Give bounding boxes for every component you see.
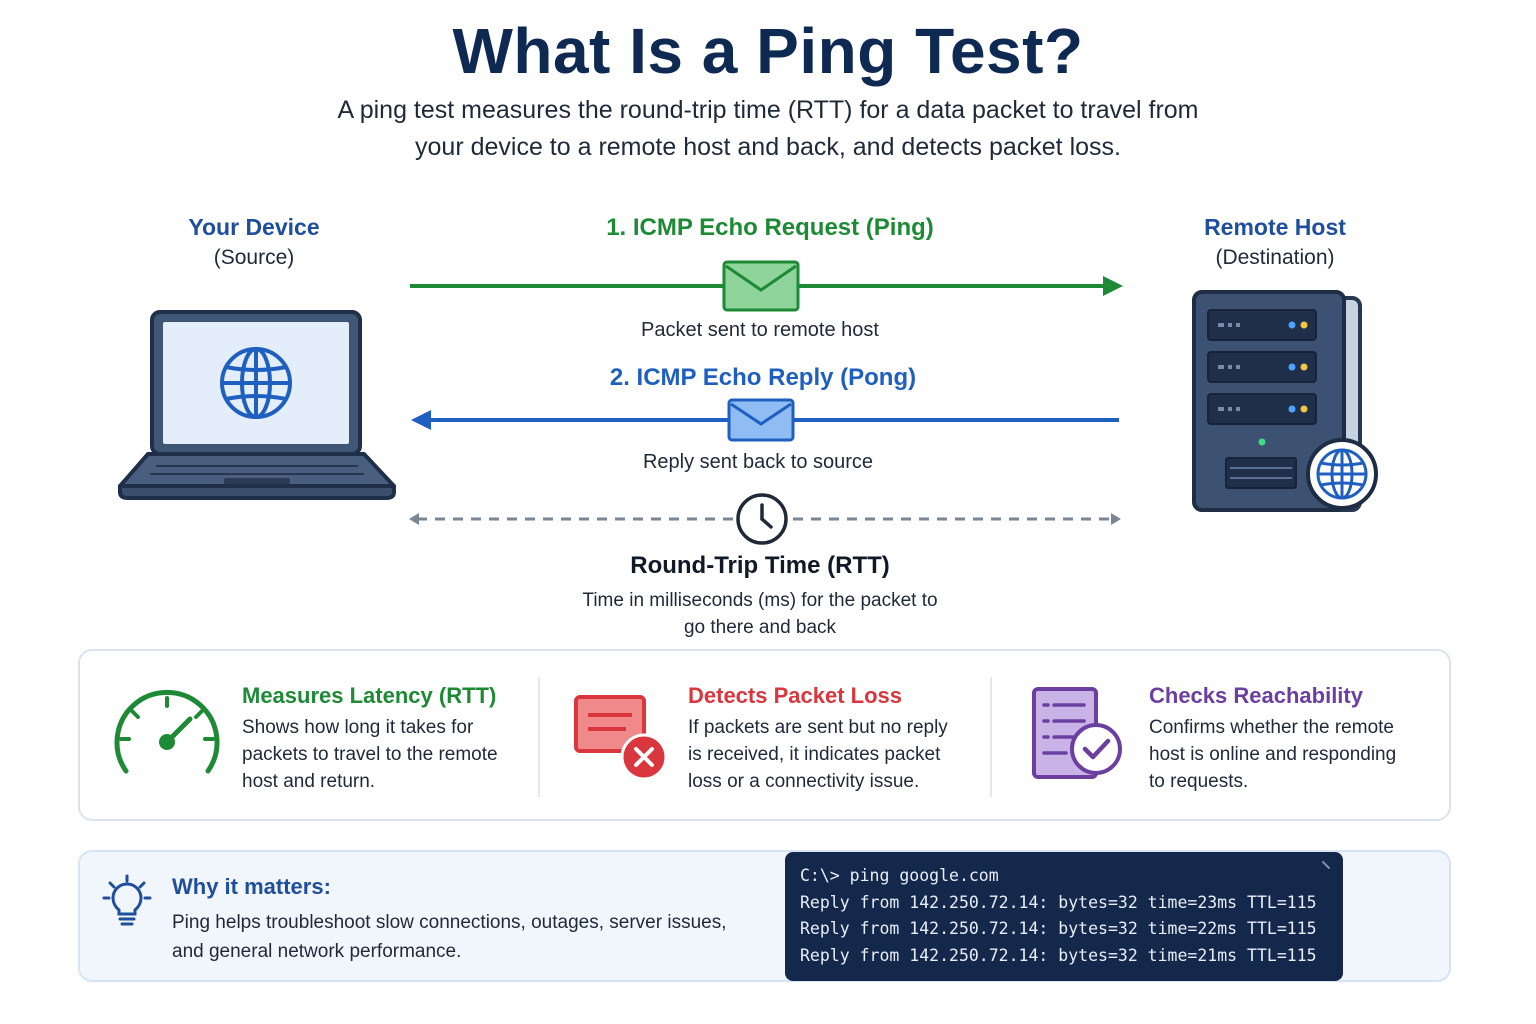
feature-line: loss or a connectivity issue. [688, 771, 920, 792]
feature-title: Detects Packet Loss [688, 683, 902, 708]
source-label: Your Device (Source) [104, 212, 404, 274]
clock-icon [736, 493, 788, 545]
laptop-icon [118, 310, 396, 500]
feature-description: Confirms whether the remote host is onli… [1149, 714, 1439, 795]
feature-line: host and return. [242, 771, 376, 792]
source-role: (Source) [213, 246, 295, 269]
why-description: Ping helps troubleshoot slow connections… [172, 908, 772, 966]
feature-latency: Measures Latency (RTT) Shows how long it… [80, 651, 540, 819]
globe-icon [220, 347, 292, 419]
feature-packet-loss: Detects Packet Loss If packets are sent … [540, 651, 992, 819]
rtt-desc-line-2: go there and back [683, 617, 837, 638]
server-icon [1192, 290, 1378, 512]
feature-reachability: Checks Reachability Confirms whether the… [992, 651, 1450, 819]
failed-message-icon [574, 695, 668, 781]
feature-line: If packets are sent but no reply [688, 717, 948, 738]
feature-divider [990, 677, 992, 797]
subtitle-line-1: A ping test measures the round-trip time… [337, 96, 1199, 124]
feature-description: Shows how long it takes for packets to t… [242, 714, 532, 795]
rtt-arrow [409, 493, 1121, 545]
reply-label: 2. ICMP Echo Reply (Pong) [609, 364, 917, 391]
feature-line: host is online and responding [1149, 744, 1397, 765]
feature-title: Checks Reachability [1149, 683, 1363, 708]
feature-line: is received, it indicates packet [688, 744, 941, 765]
why-line-2: and general network performance. [172, 941, 462, 962]
server-rack-units [1207, 309, 1317, 425]
feature-description: If packets are sent but no reply is rece… [688, 714, 984, 795]
request-caption: Packet sent to remote host [641, 319, 879, 341]
rtt-desc-line-1: Time in milliseconds (ms) for the packet… [582, 590, 938, 611]
features-panel: Measures Latency (RTT) Shows how long it… [78, 649, 1451, 821]
server-globe-icon [1306, 438, 1378, 510]
terminal-reply-line: Reply from 142.250.72.14: bytes=32 time=… [800, 945, 1317, 965]
terminal-command: C:\> ping google.com [800, 866, 999, 885]
page-subtitle: A ping test measures the round-trip time… [218, 92, 1318, 166]
why-line-1: Ping helps troubleshoot slow connections… [172, 912, 727, 933]
envelope-icon [727, 398, 795, 442]
terminal-reply-line: Reply from 142.250.72.14: bytes=32 time=… [800, 919, 1317, 938]
reply-caption: Reply sent back to source [642, 451, 874, 473]
feature-line: Confirms whether the remote [1149, 717, 1394, 738]
terminal-output: C:\> ping google.com Reply from 142.250.… [785, 852, 1343, 981]
subtitle-line-2: your device to a remote host and back, a… [415, 133, 1121, 161]
feature-title: Measures Latency (RTT) [242, 683, 497, 708]
destination-name: Remote Host [1204, 214, 1346, 240]
document-check-icon [1032, 687, 1122, 779]
request-arrow [410, 260, 1123, 312]
why-title: Why it matters: [172, 874, 331, 899]
destination-role: (Destination) [1215, 246, 1335, 269]
lightbulb-icon [102, 874, 152, 926]
speedometer-icon [114, 689, 220, 774]
source-name: Your Device [188, 214, 320, 240]
feature-line: to requests. [1149, 771, 1249, 792]
rtt-description: Time in milliseconds (ms) for the packet… [560, 587, 960, 641]
terminal-reply-line: Reply from 142.250.72.14: bytes=32 time=… [800, 892, 1317, 912]
feature-line: packets to travel to the remote [242, 744, 498, 765]
page-title: What Is a Ping Test? [452, 15, 1084, 87]
feature-line: Shows how long it takes for [242, 717, 474, 738]
request-label: 1. ICMP Echo Request (Ping) [606, 214, 934, 241]
feature-divider [538, 677, 540, 797]
rtt-title: Round-Trip Time (RTT) [630, 552, 890, 579]
destination-label: Remote Host (Destination) [1125, 212, 1425, 274]
envelope-icon [722, 260, 800, 312]
reply-arrow [411, 398, 1119, 442]
